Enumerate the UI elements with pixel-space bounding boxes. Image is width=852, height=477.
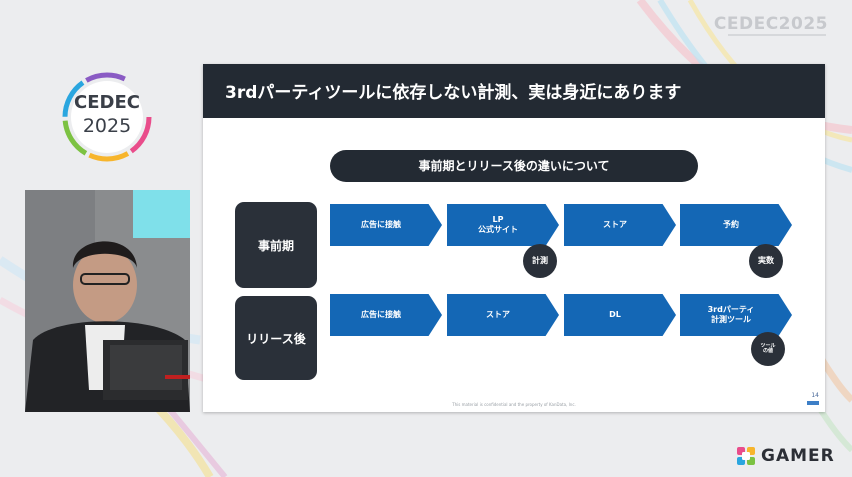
slide-header: 3rdパーティツールに依存しない計測、実は身近にあります [203,64,825,118]
cedec-logo-line1: CEDEC [74,92,140,113]
row-label-post-launch: リリース後 [235,296,317,380]
gamer-logo-icon [737,447,755,465]
flow-step: 広告に接触 [330,294,442,336]
gamer-watermark: GAMER [736,446,835,466]
confidential-note: This material is confidential and the pr… [452,402,576,407]
page-number: 14 [811,392,819,399]
tool-value-badge: ツール の値 [751,332,785,366]
flow-step: ストア [447,294,559,336]
speaker-video [25,190,190,412]
measure-badge: 計測 [523,244,557,278]
slide-title: 3rdパーティツールに依存しない計測、実は身近にあります [225,83,682,103]
flow-step: LP 公式サイト [447,204,559,246]
flow-step: ストア [564,204,676,246]
page-indicator [807,401,819,405]
presentation-slide: 3rdパーティツールに依存しない計測、実は身近にあります 事前期とリリース後の違… [203,64,825,412]
flow-step: DL [564,294,676,336]
cedec-logo: CEDEC 2025 [60,70,154,164]
flow-step: 予約 [680,204,792,246]
speaker-image [25,190,190,412]
cedec-ring-icon [62,72,152,162]
flow-step: 3rdパーティ 計測ツール [680,294,792,336]
cedec-logo-line2: 2025 [82,115,132,137]
slide-subtitle: 事前期とリリース後の違いについて [330,150,698,182]
cedec-top-logo: CEDEC2025 [713,14,828,34]
gamer-brand-text: GAMER [761,446,835,466]
actual-count-badge: 実数 [749,244,783,278]
cedec-top-underline [728,34,826,36]
flow-step: 広告に接触 [330,204,442,246]
row-label-pre-launch: 事前期 [235,202,317,288]
